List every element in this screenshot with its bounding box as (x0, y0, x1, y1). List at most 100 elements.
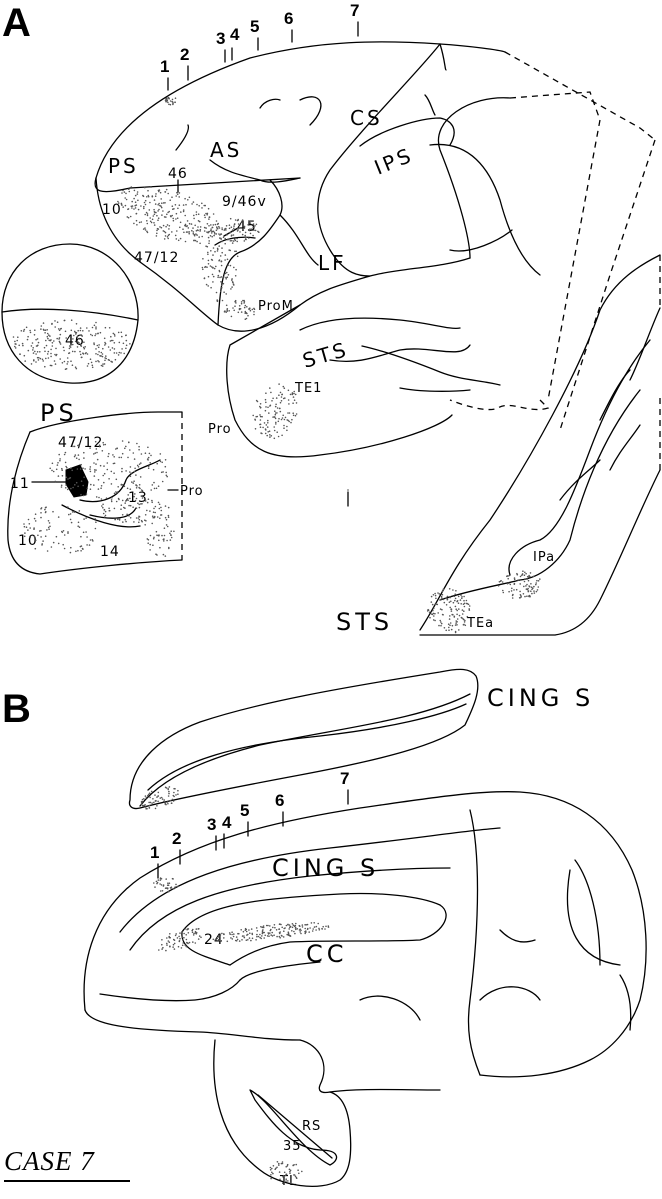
labeled-cell-dot (454, 631, 457, 634)
labeled-cell-dot (184, 927, 187, 930)
labeled-cell-dot (233, 309, 235, 312)
labeled-cell-dot (25, 326, 28, 329)
labeled-cell-dot (120, 504, 123, 507)
labeled-cell-dot (203, 277, 206, 280)
labeled-cell-dot (167, 506, 170, 509)
labeled-cell-dot (140, 205, 142, 207)
labeled-cell-dot (156, 796, 158, 798)
labeled-cell-dot (77, 444, 79, 447)
labeled-cell-dot (45, 344, 48, 347)
labeled-cell-dot (523, 574, 526, 576)
labeled-cell-dot (129, 504, 132, 507)
labeled-cell-dot (72, 338, 74, 340)
labeled-cell-dot (153, 199, 156, 201)
labeled-cell-dot (103, 363, 106, 365)
labeled-cell-dot (158, 507, 161, 510)
labeled-cell-dot (220, 238, 222, 240)
labeled-cell-dot (129, 449, 131, 451)
labeled-cell-dot (137, 517, 140, 519)
labeled-cell-dot (448, 629, 450, 631)
labeled-cell-dot (136, 442, 138, 445)
labeled-cell-dot (150, 186, 152, 188)
labeled-cell-dot (526, 583, 528, 586)
sulcus-sts-label: STS (300, 337, 351, 373)
labeled-cell-dot (89, 358, 92, 361)
labeled-cell-dot (91, 366, 94, 369)
labeled-cell-dot (249, 309, 252, 312)
labeled-cell-dot (446, 598, 449, 600)
labeled-cell-dot (148, 804, 151, 807)
labeled-cell-dot (191, 203, 193, 205)
labeled-cell-dot (157, 879, 160, 881)
labeled-cell-dot (269, 932, 271, 934)
labeled-cell-dot (147, 793, 150, 796)
labeled-cell-dot (182, 228, 184, 230)
labeled-cell-dot (237, 223, 240, 225)
area-46-label: 46 (168, 166, 188, 182)
labeled-cell-dot (156, 214, 158, 217)
labeled-cell-dot (159, 517, 161, 520)
labeled-cell-dot (197, 213, 200, 215)
labeled-cell-dot (125, 445, 127, 448)
labeled-cell-dot (210, 286, 212, 289)
labeled-cell-dot (114, 335, 116, 337)
labeled-cell-dot (245, 928, 248, 931)
labeled-cell-dot (533, 590, 535, 592)
labeled-cell-dot (508, 574, 511, 577)
labeled-cell-dot (63, 547, 66, 550)
level-4-label: 4 (230, 25, 240, 44)
labeled-cell-dot (450, 608, 453, 610)
labeled-cell-dot (160, 506, 162, 509)
labeled-cell-dot (260, 937, 263, 940)
labeled-cell-dot (102, 347, 104, 350)
labeled-cell-dot (132, 506, 134, 509)
labeled-cell-dot (104, 342, 107, 345)
labeled-cell-dot (447, 623, 450, 625)
labeled-cell-dot (147, 467, 150, 470)
labeled-cell-dot (121, 335, 123, 338)
labeled-cell-dot (20, 330, 23, 332)
labeled-cell-dot (452, 614, 454, 616)
labeled-cell-dot (292, 414, 295, 417)
labeled-cell-dot (287, 923, 289, 926)
labeled-cell-dot (126, 498, 128, 501)
panel-b-letter: B (2, 687, 31, 731)
labeled-cell-dot (455, 590, 457, 592)
labeled-cell-dot (157, 501, 160, 504)
labeled-cell-dot (255, 399, 258, 402)
labeled-cell-dot (173, 948, 176, 950)
labeled-cell-dot (110, 483, 113, 485)
labeled-cell-dot (149, 549, 151, 551)
labeled-cell-dot (140, 802, 143, 804)
labeled-cell-dot (159, 797, 162, 799)
labeled-cell-dot (262, 925, 265, 927)
labeled-cell-dot (93, 475, 96, 477)
labeled-cell-dot (434, 619, 436, 622)
labeled-cell-dot (105, 497, 108, 500)
labeled-cell-dot (273, 426, 276, 428)
labeled-cell-dot (104, 341, 106, 344)
labeled-cell-dot (232, 234, 235, 236)
labeled-cell-dot (207, 275, 210, 278)
labeled-cell-dot (86, 536, 88, 538)
labeled-cell-dot (75, 550, 77, 553)
labeled-cell-dot (67, 506, 69, 508)
labeled-cell-dot (228, 227, 231, 230)
labeled-cell-dot (144, 452, 147, 455)
labeled-cell-dot (27, 518, 30, 521)
labeled-cell-dot (431, 603, 434, 606)
labeled-cell-dot (165, 524, 168, 526)
labeled-cell-dot (265, 429, 267, 431)
labeled-cell-dot (154, 203, 157, 205)
labeled-cell-dot (451, 624, 454, 627)
labeled-cell-dot (73, 334, 75, 337)
labeled-cell-dot (137, 199, 139, 202)
labeled-cell-dot (166, 224, 169, 226)
labeled-cell-dot (221, 227, 223, 229)
labeled-cell-dot (219, 939, 221, 942)
labeled-cell-dot (141, 798, 144, 801)
labeled-cell-dot (91, 539, 94, 541)
labeled-cell-dot (297, 1169, 299, 1171)
labeled-cell-dot (279, 1178, 281, 1181)
labeled-cell-dot (463, 605, 466, 608)
